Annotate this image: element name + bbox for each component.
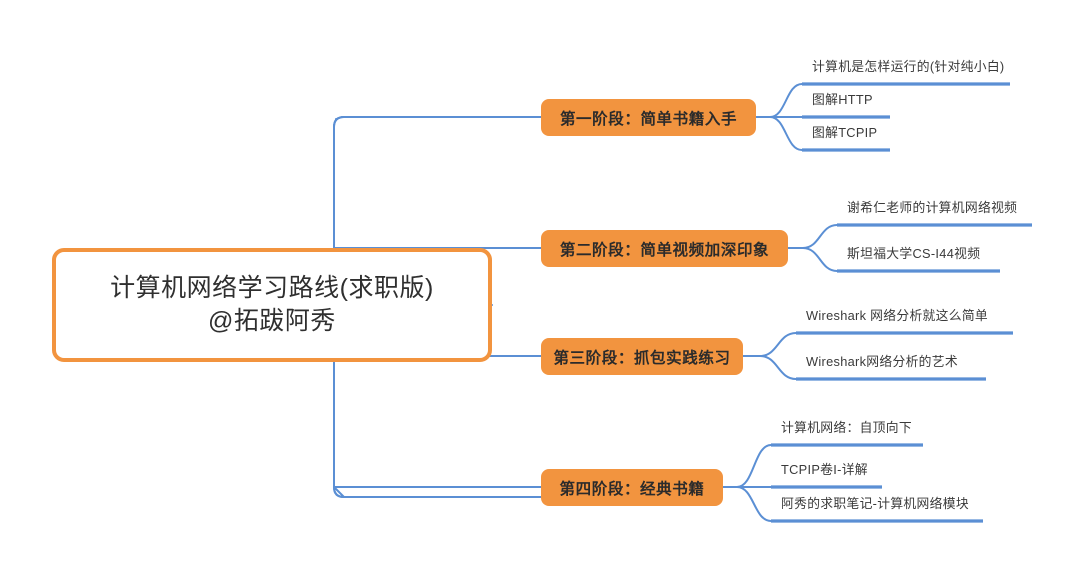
leaf-node-3-2[interactable]: Wireshark网络分析的艺术 bbox=[804, 354, 960, 373]
leaf-node-1-2[interactable]: 图解HTTP bbox=[810, 92, 875, 111]
leaf-label: 图解TCPIP bbox=[812, 125, 878, 140]
leaf-label: 谢希仁老师的计算机网络视频 bbox=[847, 200, 1018, 215]
root-title-line2: @拓跋阿秀 bbox=[208, 307, 336, 335]
leaf-node-1-3[interactable]: 图解TCPIP bbox=[810, 125, 879, 144]
root-title-line1: 计算机网络学习路线(求职版) bbox=[110, 274, 434, 302]
leaf-node-2-1[interactable]: 谢希仁老师的计算机网络视频 bbox=[845, 200, 1019, 219]
leaf-label: Wireshark 网络分析就这么简单 bbox=[806, 308, 989, 323]
leaf-label: 图解HTTP bbox=[812, 92, 873, 107]
leaf-node-4-2[interactable]: TCPIP卷I-详解 bbox=[779, 462, 870, 481]
leaf-node-4-3[interactable]: 阿秀的求职笔记-计算机网络模块 bbox=[779, 496, 971, 515]
branch-node-stage-2[interactable]: 第二阶段：简单视频加深印象 bbox=[541, 230, 788, 267]
branch-node-stage-3[interactable]: 第三阶段：抓包实践练习 bbox=[541, 338, 743, 375]
branch-node-stage-4[interactable]: 第四阶段：经典书籍 bbox=[541, 469, 723, 506]
leaf-label: Wireshark网络分析的艺术 bbox=[806, 354, 958, 369]
leaf-node-2-2[interactable]: 斯坦福大学CS-I44视频 bbox=[845, 246, 982, 265]
leaf-node-1-1[interactable]: 计算机是怎样运行的(针对纯小白) bbox=[810, 59, 1006, 78]
leaf-node-4-1[interactable]: 计算机网络：自顶向下 bbox=[779, 420, 914, 439]
leaf-label: 计算机网络：自顶向下 bbox=[781, 420, 912, 435]
leaf-node-3-1[interactable]: Wireshark 网络分析就这么简单 bbox=[804, 308, 990, 327]
branch-node-stage-1[interactable]: 第一阶段：简单书籍入手 bbox=[541, 99, 756, 136]
root-node[interactable]: 计算机网络学习路线(求职版) @拓跋阿秀 bbox=[52, 248, 492, 362]
leaf-label: 阿秀的求职笔记-计算机网络模块 bbox=[781, 496, 969, 511]
leaf-label: TCPIP卷I-详解 bbox=[781, 462, 868, 477]
leaf-label: 斯坦福大学CS-I44视频 bbox=[847, 246, 981, 261]
leaf-label: 计算机是怎样运行的(针对纯小白) bbox=[812, 59, 1005, 74]
